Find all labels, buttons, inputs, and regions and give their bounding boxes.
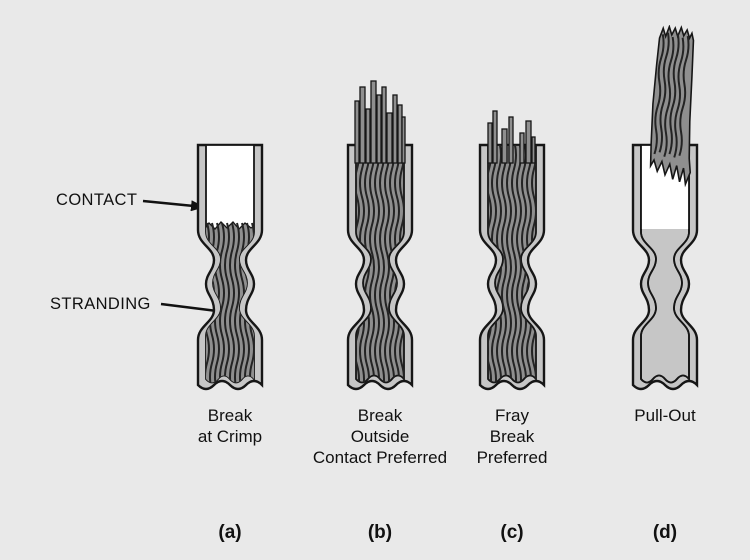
figure-c-tag: (c) [500, 522, 524, 543]
caption-line: Break [207, 406, 253, 425]
caption-line: Break [489, 427, 535, 446]
contact-label: CONTACT [56, 191, 138, 209]
figure-c-caption: Fray Break Preferred [427, 405, 597, 468]
figure-d-drawing [631, 25, 699, 391]
pulled-out-wire-bundle [649, 25, 695, 188]
stranding-label: STRANDING [50, 295, 151, 313]
figure-a: Break at Crimp (a) [145, 25, 315, 560]
figure-b-caption: Break Outside Contact Preferred [295, 405, 465, 468]
caption-line: Outside [350, 427, 410, 446]
interior-outline [640, 144, 690, 384]
frayed-strands [487, 110, 536, 164]
caption-line: Break [357, 406, 403, 425]
figure-a-caption: Break at Crimp [145, 405, 315, 447]
figure-b: Break Outside Contact Preferred (b) [295, 25, 465, 560]
figure-d-tag: (d) [652, 522, 678, 543]
caption-line: Pull-Out [634, 406, 696, 425]
caption-line: Contact Preferred [312, 448, 448, 467]
figure-d-caption: Pull-Out [580, 405, 750, 426]
caption-line: Preferred [476, 448, 548, 467]
figure-b-tag: (b) [367, 522, 393, 543]
caption-line: Fray [495, 406, 529, 425]
figure-c-drawing [478, 110, 546, 391]
figure-a-drawing [196, 143, 264, 391]
protruding-strands [354, 80, 406, 164]
caption-line: at Crimp [197, 427, 263, 446]
figure-b-drawing [346, 80, 414, 391]
figure-d: Pull-Out (d) [580, 25, 750, 560]
figure-a-tag: (a) [218, 522, 242, 543]
figure-c: Fray Break Preferred (c) [427, 25, 597, 560]
